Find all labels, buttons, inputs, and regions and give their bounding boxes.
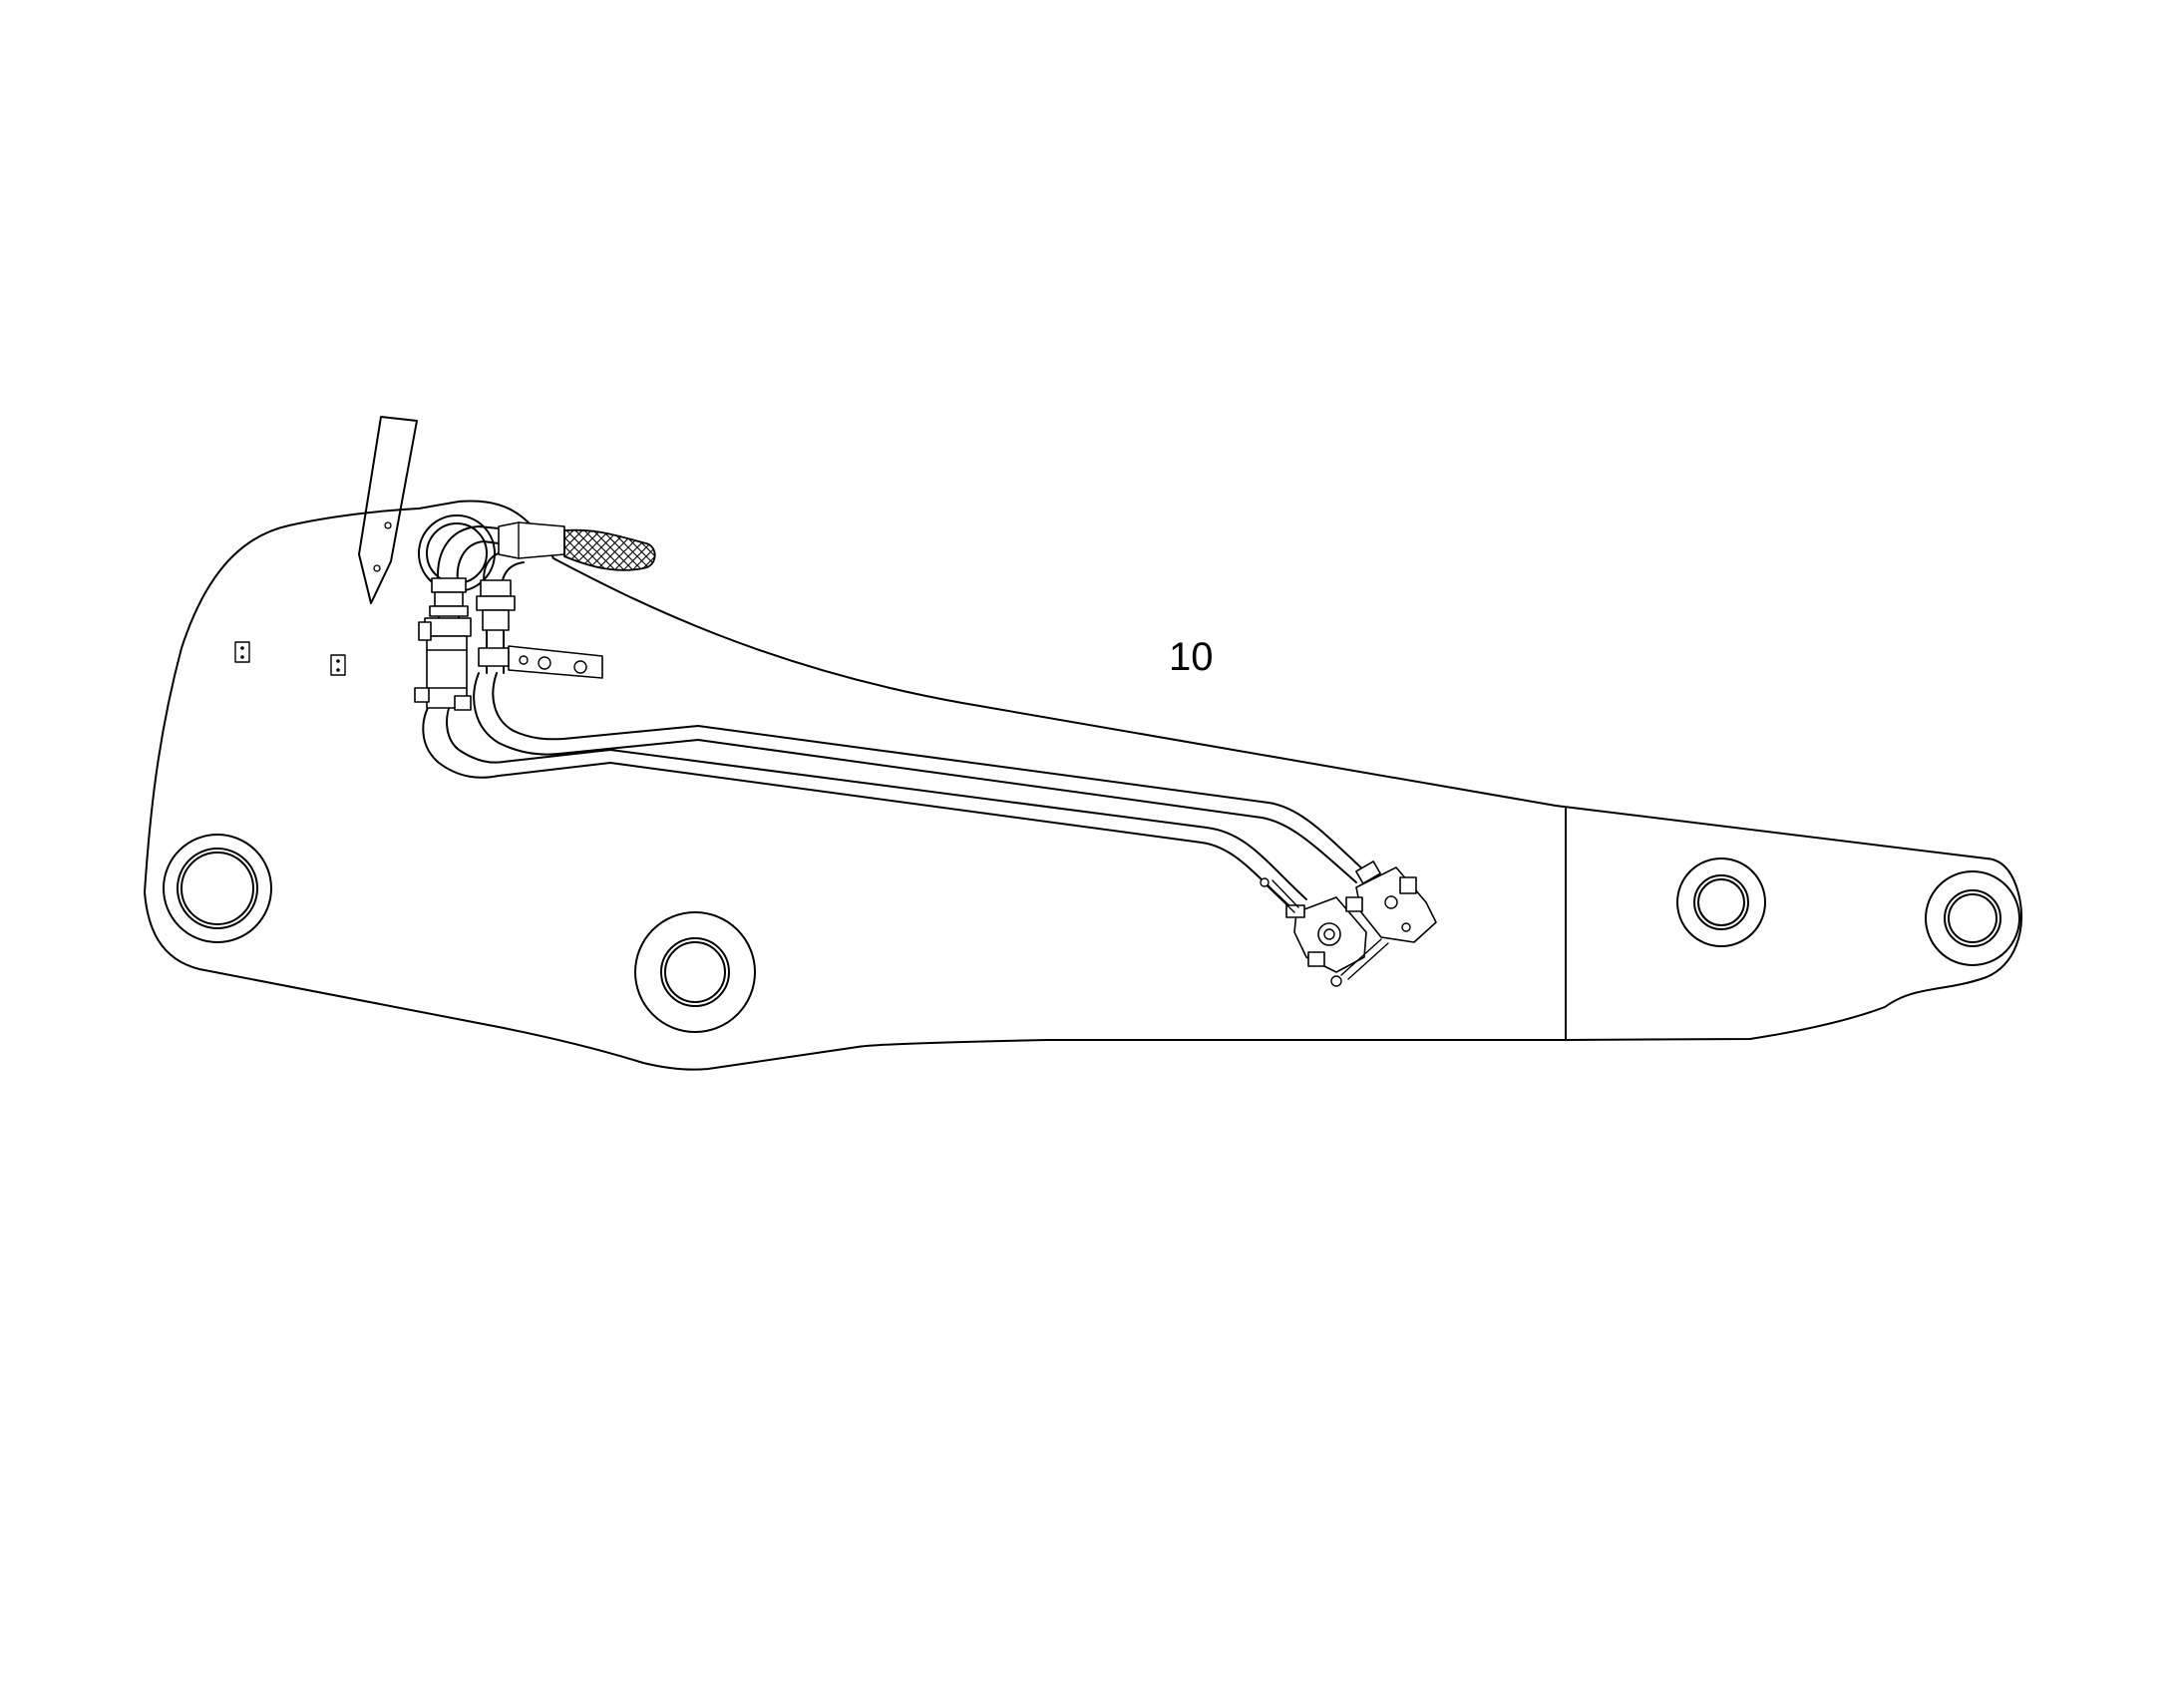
tapered-pin: [358, 416, 418, 604]
boom-arm-body: [144, 500, 2022, 1071]
hydraulic-pipe-outer: [422, 697, 1307, 913]
callout-label-10: 10: [1169, 635, 1214, 679]
pipe-clamp-strap: [478, 645, 603, 679]
pivot-bushing-center: [634, 911, 756, 1033]
mounting-plate-1: [234, 641, 250, 663]
valve-assembly: [1260, 860, 1437, 987]
pivot-bushing-right-2: [1925, 870, 2020, 966]
braided-hose: [563, 528, 656, 571]
fitting-nuts-left: [424, 577, 472, 637]
hose-fitting: [498, 521, 565, 559]
pivot-bushing-left: [163, 834, 272, 943]
hydraulic-pipe-inner: [473, 672, 1367, 883]
fitting-nuts-right: [476, 579, 516, 631]
mounting-plate-2: [330, 654, 346, 676]
pipe-clamp-block: [414, 621, 472, 711]
pivot-bushing-right-1: [1676, 857, 1766, 947]
